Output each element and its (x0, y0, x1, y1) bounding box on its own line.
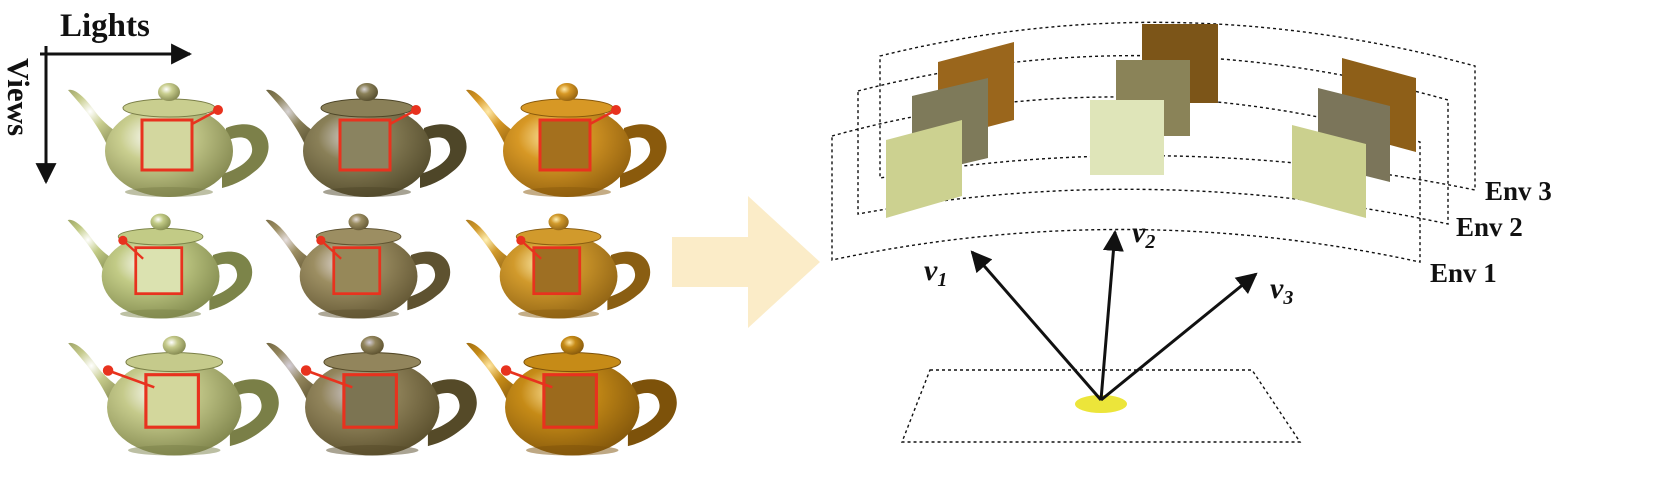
sample-marker (411, 105, 421, 115)
env-labels: Env 3 Env 2 Env 1 (1430, 176, 1552, 288)
material-swatch (140, 118, 194, 172)
sample-marker (500, 365, 512, 376)
view-vector-1 (970, 250, 1103, 401)
sample-marker (300, 365, 312, 376)
surface-plane (900, 369, 1302, 443)
sample-marker (118, 235, 128, 245)
view-vector-labels: v1 v2 v3 (924, 216, 1293, 309)
material-swatch (134, 246, 184, 296)
env-shell-2 (857, 54, 1449, 225)
teapot-cell (265, 213, 451, 319)
sample-marker (213, 105, 223, 115)
v2-label: v2 (1132, 216, 1155, 253)
lights-label: Lights (60, 8, 150, 44)
surface-point (1075, 395, 1127, 413)
teapot-cell (266, 335, 477, 456)
sample-marker (102, 365, 114, 376)
material-swatch (338, 118, 392, 172)
teapot-cell (466, 83, 667, 197)
view-vector-3 (1100, 272, 1258, 402)
teapot-cell (466, 335, 677, 456)
teapot-grid (67, 83, 677, 456)
environment-shells (831, 21, 1476, 263)
v3-label: v3 (1270, 272, 1293, 309)
material-swatch (332, 246, 382, 296)
material-swatch (532, 246, 582, 296)
teapot-cell (67, 213, 253, 319)
env1-label: Env 1 (1430, 258, 1497, 288)
material-swatch (144, 373, 200, 429)
teapot-cell (68, 335, 279, 456)
view-vector-2 (1099, 229, 1124, 401)
env1-swatch-left (886, 120, 962, 218)
transform-arrow (672, 196, 820, 328)
teapot-cell (266, 83, 467, 197)
material-swatch (342, 373, 398, 429)
axis-legend: Lights Views (1, 8, 193, 185)
marker-connector (505, 369, 553, 389)
env-swatches (886, 24, 1416, 218)
env1-swatch-center (1090, 100, 1164, 175)
teapot-cell (68, 83, 269, 197)
material-swatch (542, 373, 598, 429)
sample-marker (316, 235, 326, 245)
env2-label: Env 2 (1456, 212, 1523, 242)
marker-connector (107, 369, 155, 389)
view-vectors (970, 229, 1258, 402)
sample-marker (611, 105, 621, 115)
material-swatch (538, 118, 592, 172)
env1-swatch-right (1292, 125, 1366, 218)
env3-label: Env 3 (1485, 176, 1552, 206)
sample-marker (516, 235, 526, 245)
views-label: Views (1, 58, 36, 136)
env-shell-1 (831, 96, 1421, 263)
v1-label: v1 (924, 254, 947, 291)
marker-connector (305, 369, 353, 389)
teapot-cell (465, 213, 651, 319)
